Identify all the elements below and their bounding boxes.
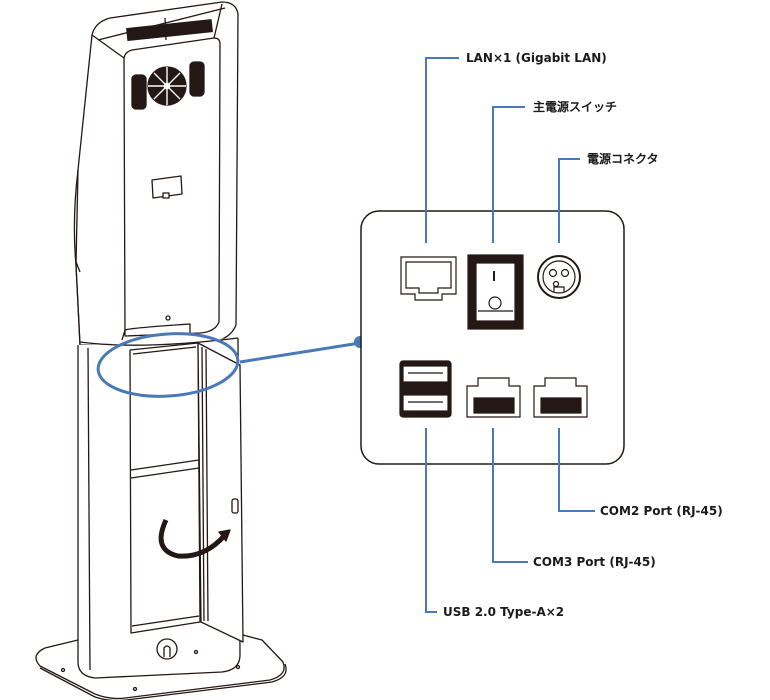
callout-usb: USB 2.0 Type-A×2 bbox=[443, 605, 565, 619]
com3-port-icon bbox=[466, 377, 521, 418]
label-plate bbox=[151, 175, 183, 199]
callout-power-switch: 主電源スイッチ bbox=[533, 100, 618, 114]
kiosk-illustration bbox=[35, 1, 287, 700]
io-panel bbox=[360, 210, 625, 465]
leader-lines bbox=[425, 57, 595, 613]
fan-icon bbox=[131, 61, 205, 110]
com2-port-icon bbox=[533, 377, 588, 418]
callout-power-connector: 電源コネクタ bbox=[587, 152, 659, 166]
door-swing-arrow-icon bbox=[158, 518, 227, 559]
cabinet-door bbox=[197, 342, 244, 643]
power-switch-icon bbox=[467, 254, 524, 330]
lan-port-icon bbox=[400, 256, 457, 301]
callout-lan: LAN×1 (Gigabit LAN) bbox=[466, 51, 607, 65]
kiosk-base-plate bbox=[35, 634, 285, 700]
usb-port-icon bbox=[399, 360, 452, 418]
highlight-ellipse bbox=[96, 332, 240, 398]
kiosk-upper-shell bbox=[73, 1, 239, 346]
callout-com2: COM2 Port (RJ-45) bbox=[600, 504, 723, 518]
cable-hole bbox=[156, 638, 178, 660]
door-latch-icon bbox=[231, 498, 239, 514]
power-connector-icon bbox=[537, 255, 581, 299]
top-vent-icon bbox=[126, 19, 213, 41]
highlight-connector bbox=[239, 341, 361, 364]
highlight-callout bbox=[96, 332, 366, 398]
cabinet-opening bbox=[129, 342, 201, 634]
callout-com3: COM3 Port (RJ-45) bbox=[533, 555, 656, 569]
